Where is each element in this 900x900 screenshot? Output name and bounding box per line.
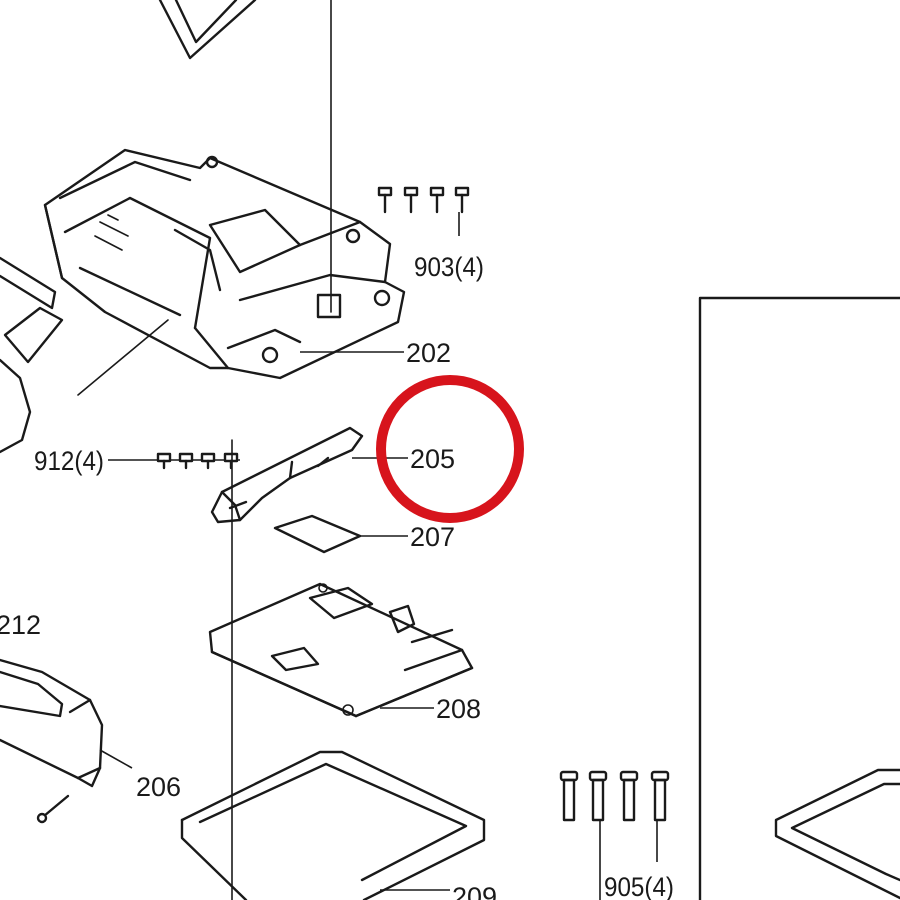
part-208-board xyxy=(208,582,474,718)
part-top-bracket xyxy=(158,0,257,60)
part-202-housing xyxy=(43,148,406,380)
label-209: 209 xyxy=(452,882,497,900)
highlight-circle-205 xyxy=(376,375,524,523)
label-912: 912(4) xyxy=(34,446,104,476)
label-207: 207 xyxy=(410,522,455,552)
label-905: 905(4) xyxy=(604,872,674,900)
label-206: 206 xyxy=(136,772,181,802)
part-right-frame xyxy=(698,296,900,900)
part-212-handle xyxy=(0,658,104,788)
part-small-screw xyxy=(36,794,70,824)
part-left-partial xyxy=(0,256,64,454)
label-903: 903(4) xyxy=(414,252,484,282)
part-207-pad xyxy=(273,514,362,554)
leader-inner-202 xyxy=(77,319,169,396)
part-905-screws xyxy=(559,770,670,822)
label-208: 208 xyxy=(436,694,481,724)
part-right-frame-inner xyxy=(790,782,900,882)
part-903-screws xyxy=(377,186,470,214)
label-202: 202 xyxy=(406,338,451,368)
label-212: 212 xyxy=(0,610,41,640)
leader-206 xyxy=(99,749,133,769)
label-205: 205 xyxy=(410,444,455,474)
part-912-screws xyxy=(156,452,239,470)
part-right-frame-partial xyxy=(774,768,900,900)
part-205-bracket xyxy=(210,426,364,524)
part-209-frame xyxy=(180,750,486,900)
